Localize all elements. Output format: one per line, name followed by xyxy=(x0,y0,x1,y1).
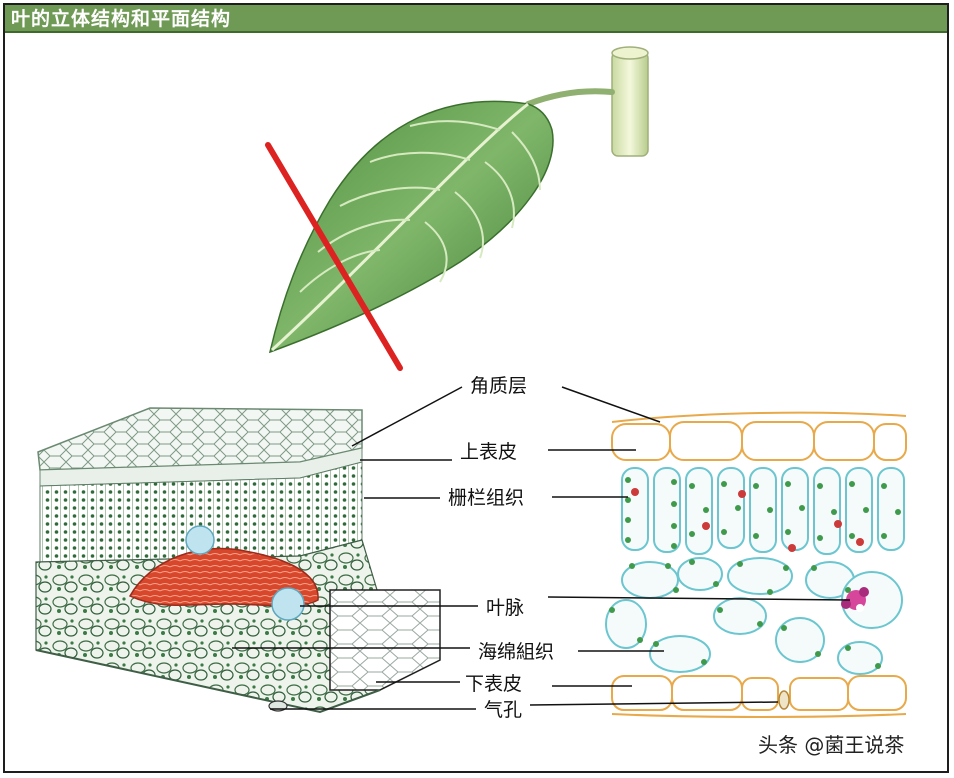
block-lower-epidermis xyxy=(329,589,441,691)
figure-title: 叶的立体结构和平面结构 xyxy=(11,8,232,30)
leader-cuticle-right xyxy=(561,386,661,423)
leader-cuticle-left xyxy=(351,386,463,447)
petiole xyxy=(525,88,615,107)
leader-lines xyxy=(232,386,851,710)
label-stoma: 气孔 xyxy=(484,699,522,721)
label-palisade: 栅栏组织 xyxy=(448,487,524,509)
cs-cuticle xyxy=(611,411,907,423)
leader-vein-right xyxy=(547,596,851,601)
label-lower-epidermis: 下表皮 xyxy=(465,673,522,695)
leaf-illustration xyxy=(268,46,649,354)
stem-top xyxy=(611,46,649,60)
block-vein xyxy=(128,547,319,607)
cs-vein xyxy=(841,587,869,612)
label-upper-epidermis: 上表皮 xyxy=(460,441,517,463)
block-bottom-edge xyxy=(35,649,381,714)
cs-spongy-cells xyxy=(605,557,903,675)
leaf-cross-section xyxy=(605,411,907,718)
cs-lower-cuticle xyxy=(611,713,907,718)
cs-upper-epidermis xyxy=(611,421,907,461)
watermark: 头条 @菌王说茶 xyxy=(758,733,904,757)
cs-stoma xyxy=(778,690,790,710)
leaf-3d-block xyxy=(35,407,441,714)
cs-chloroplasts-spongy xyxy=(609,559,881,669)
leaf-midrib xyxy=(270,102,529,352)
block-vein-bundle xyxy=(271,587,305,621)
cs-lower-epidermis xyxy=(611,675,907,711)
cs-chloroplasts-palisade xyxy=(625,477,901,549)
block-vein-bundle-left xyxy=(185,525,215,555)
stem-cutting xyxy=(611,51,649,157)
label-spongy: 海绵組织 xyxy=(478,641,554,663)
leaf-side-veins xyxy=(299,120,541,293)
leader-stoma-right xyxy=(529,701,779,706)
cross-out-line xyxy=(265,142,403,371)
label-vein: 叶脉 xyxy=(486,597,524,619)
leaf-blade xyxy=(268,100,554,354)
title-bar: 叶的立体结构和平面结构 xyxy=(5,5,947,33)
label-cuticle: 角质层 xyxy=(470,375,527,397)
